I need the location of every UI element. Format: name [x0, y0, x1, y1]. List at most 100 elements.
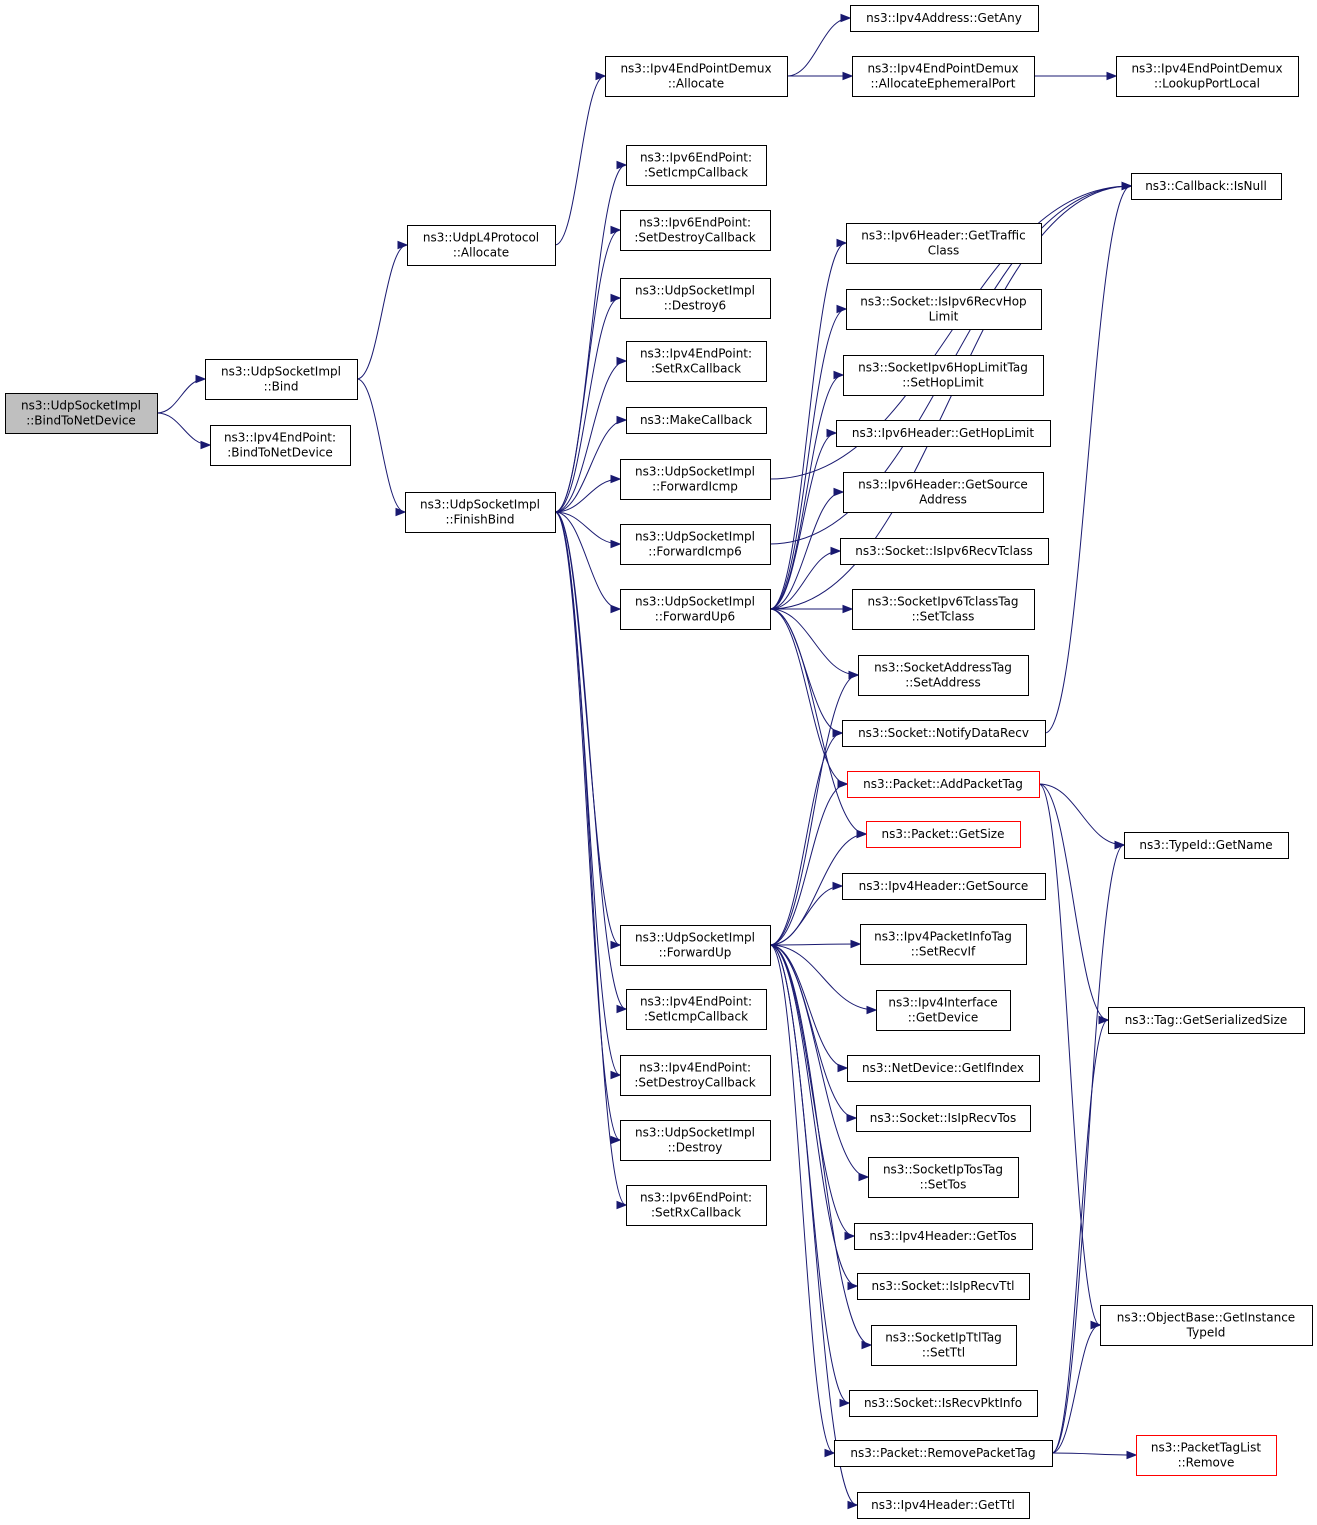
node-lookup-port-local[interactable]: ns3::Ipv4EndPointDemux::LookupPortLocal: [1116, 56, 1299, 97]
edge-removePacketTag-to-typeIdGetName: [1051, 840, 1126, 1454]
node-notify-data-recv[interactable]: ns3::Socket::NotifyDataRecv: [842, 720, 1046, 747]
edge-finishBind-to-ipv6SetRx: [554, 511, 628, 1210]
arrowhead: [395, 507, 407, 517]
arrowhead: [856, 829, 868, 839]
node-box: [857, 1492, 1030, 1519]
arrowhead: [836, 238, 848, 248]
edge-forwardUp-to-ifaceGetDevice: [769, 944, 878, 1015]
node-alloc-ephemeral[interactable]: ns3::Ipv4EndPointDemux::AllocateEphemera…: [852, 56, 1035, 97]
node-ipv4-get-source[interactable]: ns3::Ipv4Header::GetSource: [842, 873, 1046, 900]
node-label: ::SetRecvIf: [911, 945, 976, 959]
node-is-ip-recv-tos[interactable]: ns3::Socket::IsIpRecvTos: [856, 1105, 1031, 1132]
node-label: :SetRxCallback: [651, 1206, 741, 1220]
node-label: ::LookupPortLocal: [1154, 77, 1260, 91]
node-ipv4-set-icmp[interactable]: ns3::Ipv4EndPoint::SetIcmpCallback: [626, 989, 767, 1030]
node-ipv6-set-icmp[interactable]: ns3::Ipv6EndPoint::SetIcmpCallback: [626, 145, 767, 186]
node-ipv4-ep-bind-to-net-device[interactable]: ns3::Ipv4EndPoint::BindToNetDevice: [210, 425, 351, 466]
node-box: [847, 1055, 1040, 1082]
edge-addPacketTag-to-getInstanceTypeId: [1038, 783, 1102, 1330]
node-ipv6-set-destroy[interactable]: ns3::Ipv6EndPoint::SetDestroyCallback: [620, 210, 771, 251]
node-box: [407, 225, 556, 266]
node-set-recv-if[interactable]: ns3::Ipv4PacketInfoTag::SetRecvIf: [860, 924, 1027, 965]
node-label: ::Destroy: [668, 1141, 723, 1155]
node-callback-is-null[interactable]: ns3::Callback::IsNull: [1131, 173, 1282, 200]
node-box: [1100, 1305, 1313, 1346]
node-packet-tag-list-remove[interactable]: ns3::PacketTagList::Remove: [1136, 1435, 1277, 1476]
node-udp-l4-allocate[interactable]: ns3::UdpL4Protocol::Allocate: [407, 225, 556, 266]
node-box: [854, 1223, 1033, 1250]
node-tag-get-serialized-size[interactable]: ns3::Tag::GetSerializedSize: [1108, 1007, 1305, 1034]
edge-removePacketTag-to-packetTagListRemove: [1051, 1450, 1138, 1460]
node-set-tclass[interactable]: ns3::SocketIpv6TclassTag::SetTclass: [852, 589, 1035, 630]
node-label: ns3::Ipv6EndPoint:: [639, 216, 751, 230]
arrowhead: [616, 160, 628, 170]
node-remove-packet-tag[interactable]: ns3::Packet::RemovePacketTag: [834, 1440, 1053, 1467]
arrowhead: [839, 1398, 851, 1408]
node-forward-icmp6[interactable]: ns3::UdpSocketImpl::ForwardIcmp6: [620, 524, 771, 565]
edge-finishBind-to-ipv4SetDestroy: [554, 511, 622, 1080]
node-set-address[interactable]: ns3::SocketAddressTag::SetAddress: [858, 655, 1029, 696]
edge-finishBind-to-forwardIcmp: [554, 474, 622, 513]
arrowhead: [830, 546, 842, 556]
arrowhead: [861, 1340, 873, 1350]
node-label: ns3::UdpSocketImpl: [635, 931, 755, 945]
node-ipv4-get-ttl[interactable]: ns3::Ipv4Header::GetTtl: [857, 1492, 1030, 1519]
arrowhead: [824, 1448, 836, 1458]
edge-bind-to-finishBind: [356, 378, 407, 517]
node-label: ns3::SocketIpTtlTag: [885, 1331, 1002, 1345]
node-is-recv-pkt-info[interactable]: ns3::Socket::IsRecvPktInfo: [849, 1390, 1038, 1417]
node-label: ::BindToNetDevice: [26, 414, 136, 428]
node-forward-up6[interactable]: ns3::UdpSocketImpl::ForwardUp6: [620, 589, 771, 630]
node-finish-bind[interactable]: ns3::UdpSocketImpl::FinishBind: [405, 492, 556, 533]
node-is-ipv6-recv-tclass[interactable]: ns3::Socket::IsIpv6RecvTclass: [840, 538, 1049, 565]
node-box: [626, 989, 767, 1030]
node-ipv4-get-any[interactable]: ns3::Ipv4Address::GetAny: [850, 5, 1039, 32]
node-is-ip-recv-ttl[interactable]: ns3::Socket::IsIpRecvTtl: [857, 1273, 1030, 1300]
node-bind-to-net-device[interactable]: ns3::UdpSocketImpl::BindToNetDevice: [5, 393, 158, 434]
node-box: [5, 393, 158, 434]
edge-forwardUp-to-notifyDataRecv: [769, 728, 844, 946]
node-ipv4-set-destroy[interactable]: ns3::Ipv4EndPoint::SetDestroyCallback: [620, 1055, 771, 1096]
node-get-if-index[interactable]: ns3::NetDevice::GetIfIndex: [847, 1055, 1040, 1082]
node-demux-allocate[interactable]: ns3::Ipv4EndPointDemux::Allocate: [605, 56, 788, 97]
node-type-id-get-name[interactable]: ns3::TypeId::GetName: [1124, 832, 1289, 859]
node-forward-up[interactable]: ns3::UdpSocketImpl::ForwardUp: [620, 925, 771, 966]
node-forward-icmp[interactable]: ns3::UdpSocketImpl::ForwardIcmp: [620, 459, 771, 500]
node-label: ::SetTos: [920, 1178, 967, 1192]
node-label: ns3::Ipv4Address::GetAny: [866, 11, 1022, 25]
node-label: ns3::Ipv4Header::GetTos: [869, 1229, 1016, 1243]
node-ipv4-set-rx[interactable]: ns3::Ipv4EndPoint::SetRxCallback: [626, 341, 767, 382]
node-ipv4-get-tos[interactable]: ns3::Ipv4Header::GetTos: [854, 1223, 1033, 1250]
node-set-tos[interactable]: ns3::SocketIpTosTag::SetTos: [868, 1157, 1019, 1198]
node-label: ::Bind: [264, 380, 299, 394]
node-bind[interactable]: ns3::UdpSocketImpl::Bind: [205, 359, 358, 400]
node-ipv6-get-hop-limit[interactable]: ns3::Ipv6Header::GetHopLimit: [836, 420, 1051, 447]
node-label: ns3::Packet::AddPacketTag: [863, 777, 1023, 791]
arrowhead: [610, 293, 622, 303]
node-label: ns3::MakeCallback: [640, 413, 752, 427]
arrowhead: [837, 779, 849, 789]
node-destroy6[interactable]: ns3::UdpSocketImpl::Destroy6: [620, 278, 771, 319]
node-destroy[interactable]: ns3::UdpSocketImpl::Destroy: [620, 1120, 771, 1161]
node-box: [605, 56, 788, 97]
node-packet-get-size[interactable]: ns3::Packet::GetSize: [866, 821, 1021, 848]
node-ipv6-set-rx[interactable]: ns3::Ipv6EndPoint::SetRxCallback: [626, 1185, 767, 1226]
node-make-callback[interactable]: ns3::MakeCallback: [626, 407, 767, 434]
node-label: :BindToNetDevice: [227, 446, 333, 460]
edge-removePacketTag-to-getInstanceTypeId: [1051, 1320, 1102, 1454]
node-label: ns3::UdpSocketImpl: [635, 595, 755, 609]
edge-notifyDataRecv-to-callbackIsNull: [1044, 181, 1133, 734]
node-set-ttl[interactable]: ns3::SocketIpTtlTag::SetTtl: [871, 1325, 1017, 1366]
node-add-packet-tag[interactable]: ns3::Packet::AddPacketTag: [847, 771, 1040, 798]
node-box: [1108, 1007, 1305, 1034]
node-box: [620, 1120, 771, 1161]
edge-forwardUp-to-addPacketTag: [769, 779, 849, 946]
edge-forwardUp6-to-ipv6GetHopLimit: [769, 428, 838, 610]
edge-addPacketTag-to-typeIdGetName: [1038, 783, 1126, 850]
node-iface-get-device[interactable]: ns3::Ipv4Interface::GetDevice: [876, 990, 1011, 1031]
node-set-hop-limit[interactable]: ns3::SocketIpv6HopLimitTag::SetHopLimit: [843, 355, 1044, 396]
